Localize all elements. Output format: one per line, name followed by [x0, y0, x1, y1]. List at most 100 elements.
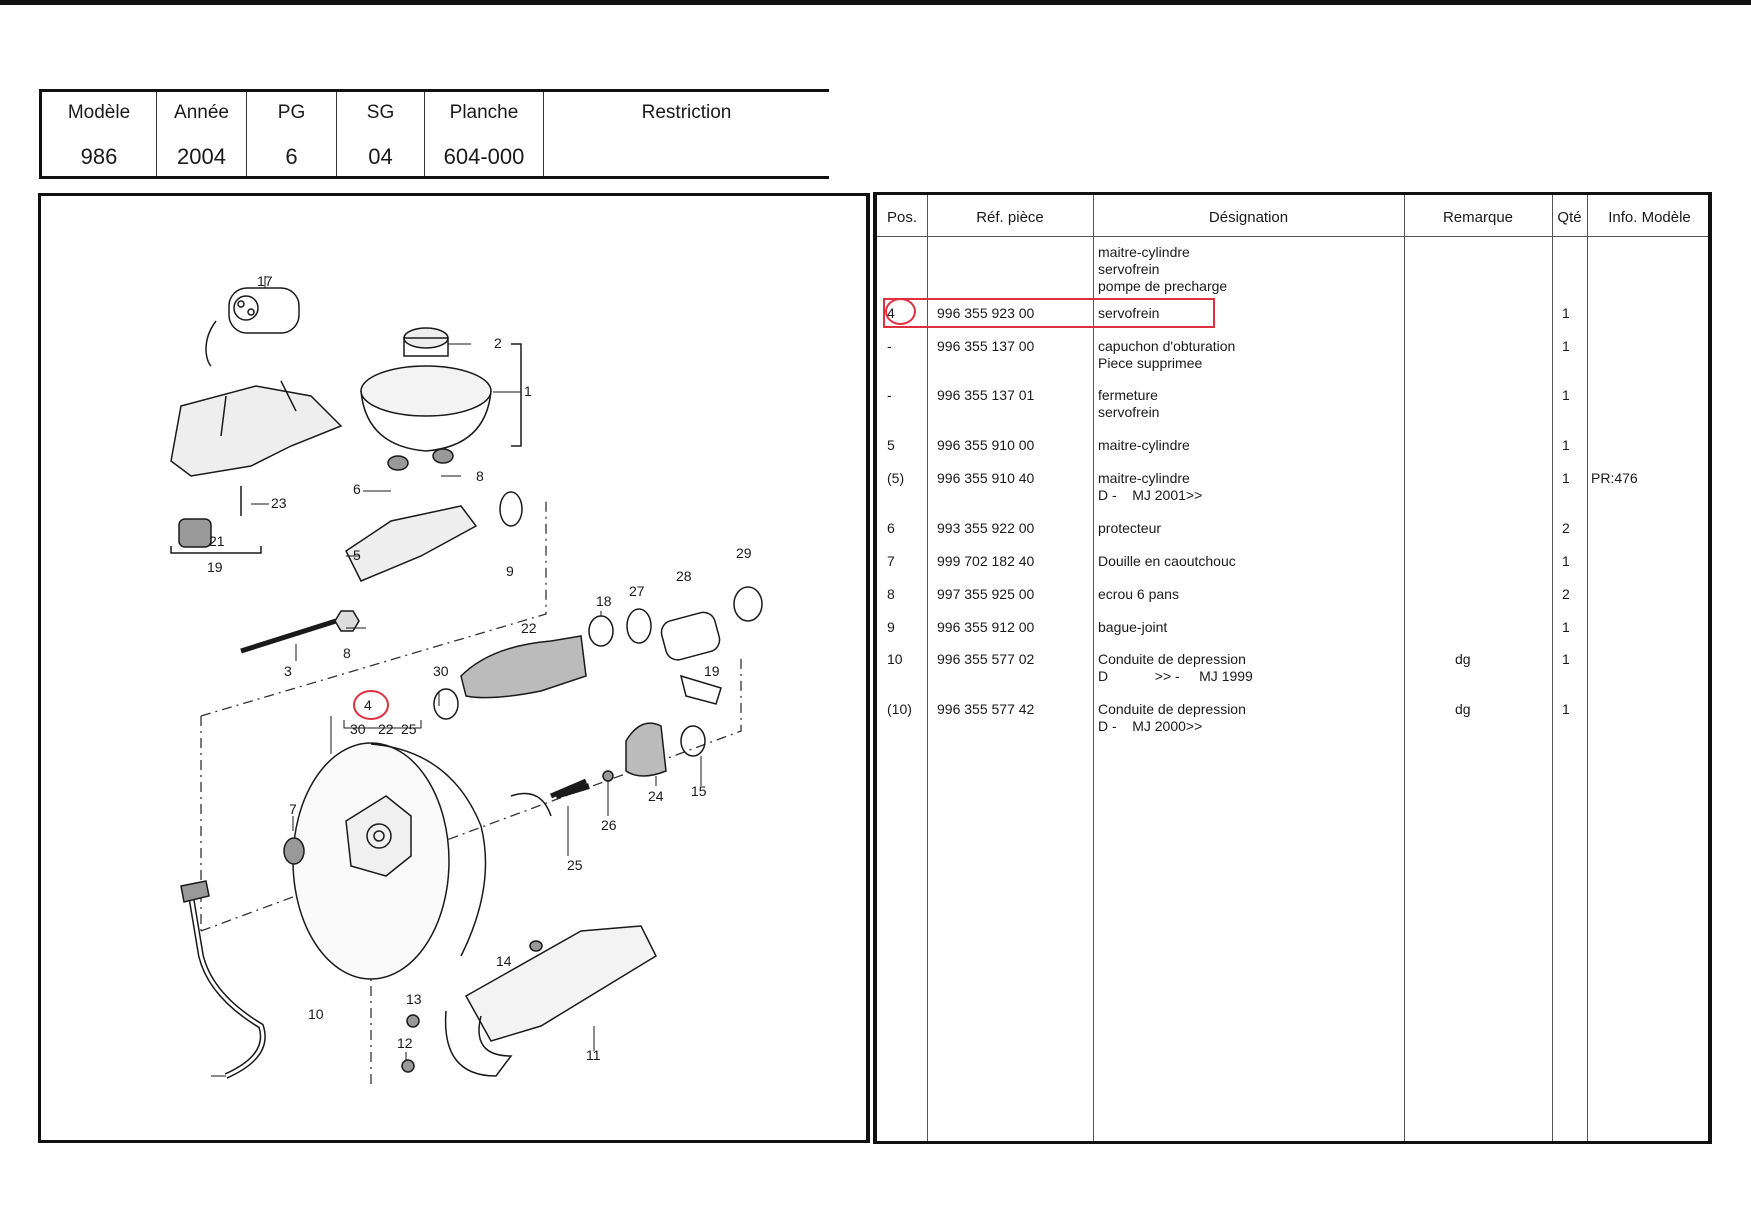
cell-pos: (5) [887, 470, 905, 486]
callout-15: 15 [691, 783, 707, 799]
callout-30b: 30 [350, 721, 366, 737]
callout-4: 4 [364, 697, 372, 713]
cell-designation: ecrou 6 pans [1098, 586, 1179, 602]
cell-designation: maitre-cylindre [1098, 437, 1190, 453]
cell-qte: 2 [1562, 586, 1570, 602]
cell-qte: 2 [1562, 520, 1570, 536]
callout-28: 28 [676, 568, 692, 584]
header-rule-left [39, 89, 42, 179]
cell-remarque: dg [1455, 701, 1471, 717]
header-label-annee: Année [174, 102, 229, 123]
cell-pos: 6 [887, 520, 895, 536]
callout-22: 22 [521, 620, 537, 636]
header-value-annee: 2004 [177, 144, 226, 169]
cell-pos: 9 [887, 619, 895, 635]
callout-25b: 25 [401, 721, 417, 737]
th-ref: Réf. pièce [976, 209, 1044, 226]
cell-qte: 1 [1562, 305, 1570, 321]
col-divider [1093, 195, 1094, 1141]
top-border [0, 0, 1751, 5]
callout-11: 11 [586, 1047, 601, 1063]
cell-qte: 1 [1562, 553, 1570, 569]
callout-22b: 22 [378, 721, 394, 737]
callout-18: 18 [596, 593, 612, 609]
callout-26: 26 [601, 817, 617, 833]
cell-designation: capuchon d'obturation Piece supprimee [1098, 338, 1236, 371]
callout-10: 10 [308, 1006, 324, 1022]
header-value-sg: 04 [368, 144, 393, 169]
cell-pos: 5 [887, 437, 895, 453]
header-label-restriction: Restriction [641, 102, 732, 123]
header-value-modele: 986 [80, 144, 118, 169]
header-label-pg: PG [277, 102, 306, 123]
cell-designation: Conduite de depression D >> - MJ 1999 [1098, 651, 1253, 684]
callout-19b: 19 [704, 663, 720, 679]
cell-designation: maitre-cylindre servofrein pompe de prec… [1098, 244, 1228, 294]
callout-7: 7 [289, 801, 297, 817]
callout-17: 17 [257, 273, 273, 289]
cell-qte: 1 [1562, 651, 1570, 667]
header-table: Modèle 986 Année 2004 PG 6 SG 04 Planche… [39, 89, 829, 179]
callout-1: 1 [524, 383, 532, 399]
cell-ref: 996 355 910 00 [937, 437, 1035, 453]
callout-29: 29 [736, 545, 752, 561]
header-col-annee: Année 2004 [157, 92, 247, 176]
callout-24: 24 [648, 788, 664, 804]
cell-qte: 1 [1562, 437, 1570, 453]
cell-designation: bague-joint [1098, 619, 1168, 635]
col-divider [1587, 195, 1588, 1141]
cell-pos: 8 [887, 586, 895, 602]
sensor-17 [205, 287, 300, 367]
callout-27: 27 [629, 583, 645, 599]
exploded-diagram-panel: 17 2 1 6 8 23 21 19 5 9 3 8 29 28 27 18 … [38, 193, 870, 1143]
cell-pos: 10 [887, 651, 903, 667]
header-col-restriction: Restriction [544, 92, 829, 176]
cell-designation: protecteur [1098, 520, 1162, 536]
callout-6: 6 [353, 481, 361, 497]
highlight-circle-pos [885, 298, 916, 325]
callout-14: 14 [496, 953, 512, 969]
cell-remarque: dg [1455, 651, 1471, 667]
highlight-circle-diagram [353, 690, 389, 720]
cell-designation: Conduite de depression D - MJ 2000>> [1098, 701, 1246, 734]
header-label-modele: Modèle [67, 102, 131, 123]
header-col-modele: Modèle 986 [42, 92, 157, 176]
th-qte: Qté [1557, 209, 1582, 226]
col-divider [1404, 195, 1405, 1141]
cell-ref: 996 355 137 00 [937, 338, 1035, 354]
callout-8a: 8 [476, 468, 484, 484]
callout-2: 2 [494, 335, 502, 351]
cell-ref: 996 355 912 00 [937, 619, 1035, 635]
parts-table: Pos. Réf. pièce Désignation Remarque Qté… [873, 192, 1712, 1144]
cell-qte: 1 [1562, 387, 1570, 403]
cell-designation: servofrein [1098, 305, 1160, 321]
th-info: Info. Modèle [1608, 209, 1691, 226]
callout-13: 13 [406, 991, 422, 1007]
highlight-box-row [883, 298, 1215, 328]
header-col-pg: PG 6 [247, 92, 337, 176]
cell-ref: 996 355 577 42 [937, 701, 1035, 717]
cell-qte: 1 [1562, 701, 1570, 717]
header-label-planche: Planche [449, 102, 519, 123]
th-pos: Pos. [886, 209, 917, 226]
cell-designation: fermeture servofrein [1098, 387, 1160, 420]
col-divider [1552, 195, 1553, 1141]
callout-30: 30 [433, 663, 449, 679]
cell-qte: 1 [1562, 338, 1570, 354]
th-designation: Désignation [1208, 209, 1289, 226]
header-value-pg: 6 [285, 144, 298, 169]
callout-5: 5 [353, 547, 361, 563]
cell-pos: - [887, 387, 892, 403]
cell-ref: 996 355 923 00 [937, 305, 1035, 321]
cell-designation: Douille en caoutchouc [1098, 553, 1236, 569]
cell-pos: 7 [887, 553, 895, 569]
cell-info: PR:476 [1591, 470, 1638, 486]
header-col-sg: SG 04 [337, 92, 425, 176]
header-rule-bottom [39, 176, 829, 179]
header-label-sg: SG [366, 102, 395, 123]
callout-19a: 19 [207, 559, 223, 575]
cell-ref: 997 355 925 00 [937, 586, 1035, 602]
cell-qte: 1 [1562, 619, 1570, 635]
exploded-diagram: 17 2 1 6 8 23 21 19 5 9 3 8 29 28 27 18 … [170, 273, 763, 1086]
header-rule-top [39, 89, 829, 92]
